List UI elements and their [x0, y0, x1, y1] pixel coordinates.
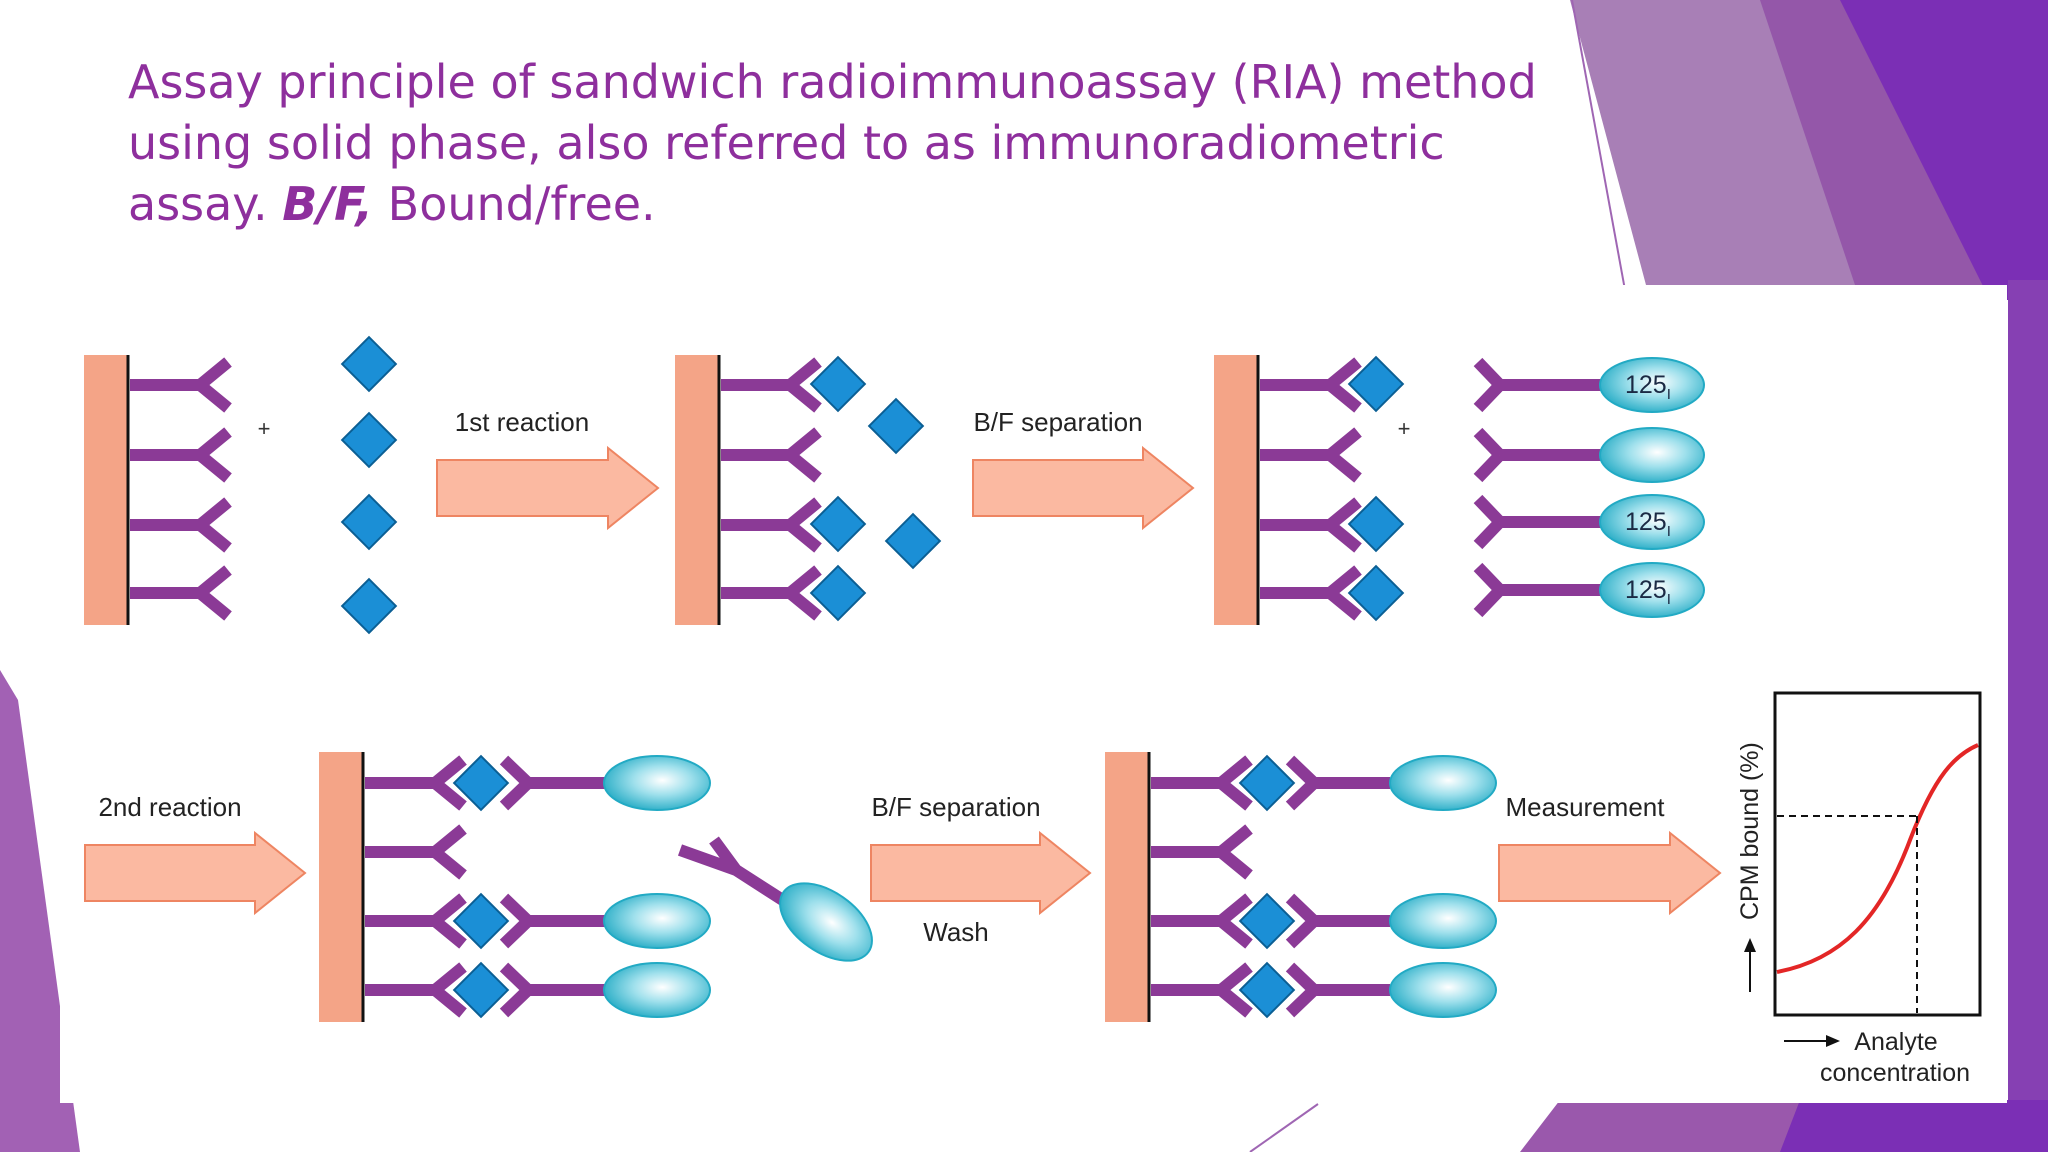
bound-antigens-4	[452, 754, 510, 1019]
capture-antibodies-3	[1260, 357, 1362, 621]
solid-phase-5	[1105, 752, 1151, 1022]
decor-bottom-right-dark	[1780, 1100, 2048, 1152]
arrow-bf-separation-2	[870, 830, 1092, 916]
label-bf-separation-2: B/F separation	[871, 792, 1040, 822]
standard-curve	[1776, 743, 1979, 974]
labeled-antibodies	[1473, 357, 1602, 618]
x-axis-arrow	[1784, 1035, 1840, 1047]
graph-frame	[1773, 691, 1982, 1017]
free-antigens-1	[340, 335, 398, 635]
label-wash: Wash	[923, 917, 989, 947]
title-text-1: Assay principle of sandwich radioimmunoa…	[128, 55, 1537, 231]
standard-curve-graph: CPM bound (%) Analyte concentration	[1736, 691, 1982, 1087]
label-measurement: Measurement	[1506, 792, 1666, 822]
figure-panel	[60, 285, 2007, 1103]
decor-thin-line-top	[1571, 0, 1626, 291]
capture-antibodies-2	[721, 357, 822, 621]
label-2nd-reaction: 2nd reaction	[98, 792, 241, 822]
solid-phase-1	[84, 355, 130, 625]
free-labeled-antibody	[677, 836, 873, 962]
capture-antibodies-1	[130, 357, 232, 621]
plus-sign-2: +	[1398, 416, 1411, 441]
detection-antibodies-5	[1285, 755, 1390, 1018]
solid-phase-2	[675, 355, 721, 625]
y-axis-arrow	[1744, 938, 1756, 992]
graph-xlabel-line1: Analyte	[1854, 1028, 1937, 1056]
capture-antibodies-5	[1151, 755, 1253, 1018]
detection-labels-4	[603, 755, 711, 1018]
free-antigens-2	[867, 397, 942, 570]
slide-title: Assay principle of sandwich radioimmunoa…	[128, 52, 1548, 235]
title-text-2: Bound/free.	[373, 177, 656, 231]
isotope-labels	[1599, 357, 1705, 618]
decor-thin-line-bottom	[1249, 1103, 1319, 1152]
detection-antibodies-4	[499, 755, 605, 1018]
graph-xlabel-line2: concentration	[1820, 1059, 1970, 1087]
bound-antigens-2	[809, 355, 867, 622]
bound-antigens-3	[1347, 355, 1405, 622]
arrow-bf-separation-1	[972, 445, 1195, 531]
isotope-label-2: 125I	[1625, 508, 1671, 540]
decor-right-strip	[2008, 280, 2048, 1152]
bound-antigens-5	[1238, 754, 1296, 1019]
plus-sign-1: +	[258, 416, 271, 441]
title-emphasis: B/F,	[282, 177, 374, 231]
arrow-measurement	[1498, 830, 1722, 916]
isotope-label-3: 125I	[1625, 576, 1671, 608]
graph-ylabel: CPM bound (%)	[1736, 742, 1764, 920]
capture-antibodies-4	[365, 755, 467, 1018]
solid-phase-4	[319, 752, 365, 1022]
arrow-2nd-reaction	[84, 830, 307, 916]
solid-phase-3	[1214, 355, 1260, 625]
arrow-1st-reaction	[436, 445, 660, 531]
label-1st-reaction: 1st reaction	[455, 407, 589, 437]
detection-labels-5	[1389, 755, 1497, 1018]
label-bf-separation-1: B/F separation	[973, 407, 1142, 437]
decor-top-right-dark	[1840, 0, 2048, 300]
isotope-label-1: 125I	[1625, 371, 1671, 403]
